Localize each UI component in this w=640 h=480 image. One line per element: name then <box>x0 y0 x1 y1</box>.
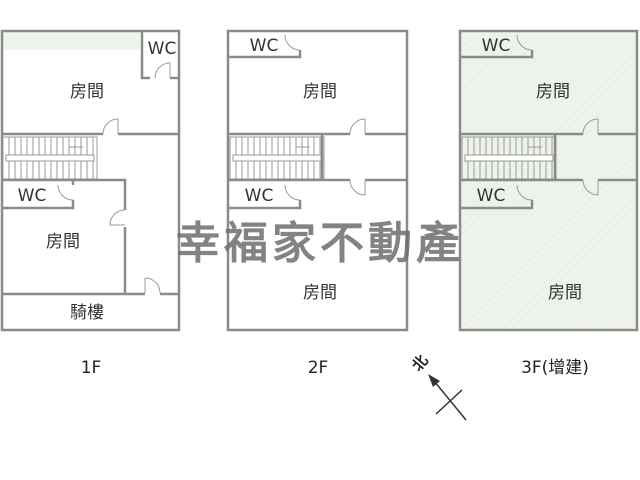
floor-label: 3F(增建) <box>521 358 589 378</box>
floor-plan-1f: WC 房間 WC 房間 騎樓 1F <box>0 29 181 378</box>
floor-plan-3f: WC 房間 WC 房間 3F(增建) <box>458 29 639 378</box>
floor-plan-2f: WC 房間 WC 房間 2F <box>226 29 409 378</box>
room-label-room: 房間 <box>303 283 337 303</box>
floor-label: 1F <box>81 358 102 378</box>
room-label-room: 房間 <box>548 283 582 303</box>
room-label-wc: WC <box>250 36 279 56</box>
north-label: 北 <box>408 351 431 374</box>
room-label-wc: WC <box>245 186 274 206</box>
room-label-room: 房間 <box>70 82 104 102</box>
room-label-room: 房間 <box>46 232 80 252</box>
room-label-room: 房間 <box>536 82 570 102</box>
watermark: 幸福家不動產 <box>176 218 464 269</box>
room-label-wc: WC <box>18 186 47 206</box>
north-arrow-icon: 北 <box>408 351 467 421</box>
floor-label: 2F <box>308 358 329 378</box>
room-label-arcade: 騎樓 <box>70 303 104 323</box>
room-label-room: 房間 <box>303 82 337 102</box>
room-label-wc: WC <box>482 36 511 56</box>
room-label-wc: WC <box>477 186 506 206</box>
room-label-wc: WC <box>148 39 177 59</box>
